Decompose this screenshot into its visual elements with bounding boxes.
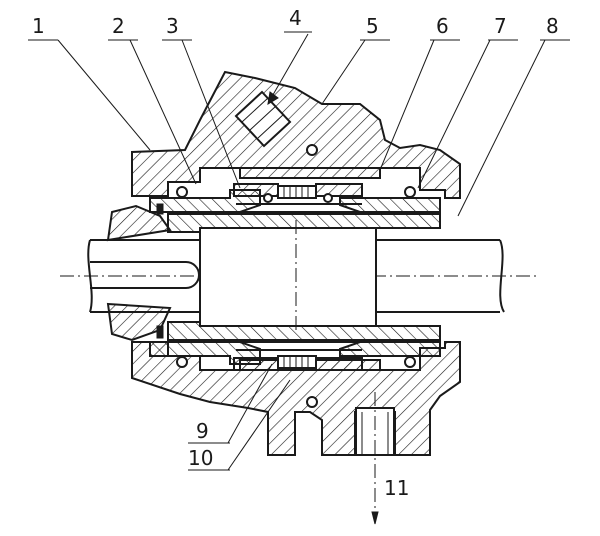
o-ring-seat-2 <box>263 193 273 203</box>
gland-housing-upper <box>131 70 461 199</box>
flush-port-plug <box>234 90 292 148</box>
o-ring-lower-left <box>176 356 188 368</box>
gasket-lower <box>156 325 164 339</box>
callout-9: 9 <box>196 419 209 443</box>
o-ring-upper-left <box>176 186 188 198</box>
shaft-sleeve <box>167 213 441 341</box>
seal-cartridge-upper <box>149 183 441 213</box>
leader-lines <box>28 31 570 471</box>
o-ring-lower-housing <box>306 396 318 408</box>
callout-10: 10 <box>188 446 214 470</box>
callout-1: 1 <box>32 14 45 38</box>
o-ring-seat <box>323 193 333 203</box>
o-ring-upper-right <box>404 186 416 198</box>
drain-port <box>355 392 395 525</box>
callout-3: 3 <box>166 14 179 38</box>
callout-4: 4 <box>289 6 302 30</box>
o-ring-upper-housing <box>306 144 318 156</box>
o-ring-lower-right <box>404 356 416 368</box>
callout-2: 2 <box>112 14 125 38</box>
callout-5: 5 <box>366 14 379 38</box>
o-rings <box>176 144 416 408</box>
pump-casing-left <box>106 204 172 342</box>
callout-11: 11 <box>384 476 410 500</box>
callout-7: 7 <box>494 14 507 38</box>
flush-inlet-arrow <box>267 33 309 105</box>
callout-6: 6 <box>436 14 449 38</box>
callout-8: 8 <box>546 14 559 38</box>
seal-cartridge-lower <box>149 341 441 371</box>
gasket-upper <box>156 203 164 215</box>
